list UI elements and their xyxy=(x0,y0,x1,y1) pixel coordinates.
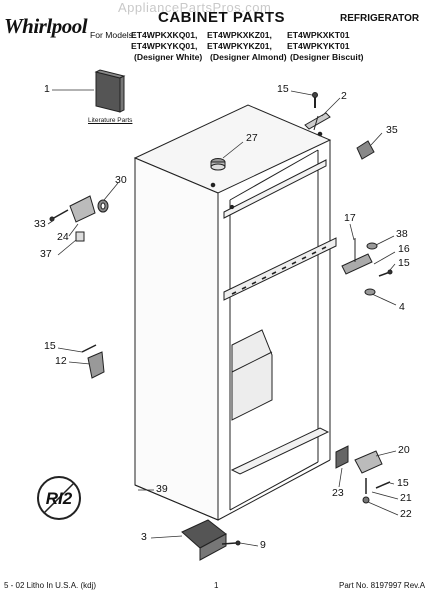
callout-16: 16 xyxy=(398,243,410,255)
callout-27: 27 xyxy=(246,132,258,144)
callout-38: 38 xyxy=(396,228,408,240)
print-info: 5 - 02 Litho In U.S.A. (kdj) xyxy=(4,581,97,590)
hinge-cover-icon xyxy=(81,344,105,379)
callout-15: 15 xyxy=(398,257,410,269)
callout-17: 17 xyxy=(344,212,356,224)
center-hinge-assembly-icon xyxy=(341,238,393,296)
callout-15: 15 xyxy=(397,477,409,489)
model-number: ET4WPKYKT01 xyxy=(287,41,350,51)
callout-4: 4 xyxy=(399,301,405,313)
cabinet-shell-icon xyxy=(133,104,337,521)
top-hinge-icon xyxy=(304,92,331,131)
model-number: ET4WPKYKQ01, xyxy=(131,41,198,51)
lower-hinge-icon xyxy=(181,519,241,561)
callout-22: 22 xyxy=(400,508,412,520)
page-title: CABINET PARTS xyxy=(158,9,286,26)
model-variant: (Designer Biscuit) xyxy=(290,52,364,62)
grommet-icon xyxy=(356,140,375,160)
top-cap-icon xyxy=(210,158,226,171)
appliance-type: REFRIGERATOR xyxy=(340,13,420,24)
part-number: Part No. 8197997 Rev.A xyxy=(339,581,426,590)
models-label: For Models: xyxy=(90,30,136,40)
callout-33: 33 xyxy=(34,218,46,230)
model-number: ET4WPKXKQ01, xyxy=(131,30,198,40)
callout-3: 3 xyxy=(141,531,147,543)
watermark-text: AppliancePartsPros.com xyxy=(118,0,272,15)
literature-book-icon xyxy=(94,69,126,113)
callout-15: 15 xyxy=(277,83,289,95)
callout-21: 21 xyxy=(400,492,412,504)
brand-logo: Whirlpool xyxy=(4,14,88,38)
upper-hinge-assembly-icon xyxy=(49,195,109,242)
model-number: ET4WPKYKZ01, xyxy=(207,41,272,51)
callout-35: 35 xyxy=(386,124,398,136)
literature-parts-label: Literature Parts xyxy=(88,117,133,124)
callout-2: 2 xyxy=(341,90,347,102)
model-variant: (Designer White) xyxy=(134,52,203,62)
model-number: ET4WPKXKZ01, xyxy=(207,30,272,40)
ri2-badge-icon: RI2 xyxy=(37,476,81,520)
callout-23: 23 xyxy=(332,487,344,499)
model-variant: (Designer Almond) xyxy=(210,52,287,62)
callout-30: 30 xyxy=(115,174,127,186)
page-number: 1 xyxy=(214,581,219,590)
ri2-badge-text: RI2 xyxy=(46,489,73,508)
bottom-hinge-assembly-icon xyxy=(335,445,391,504)
callout-12: 12 xyxy=(55,355,67,367)
callout-39: 39 xyxy=(156,483,168,495)
callout-9: 9 xyxy=(260,539,266,551)
callout-37: 37 xyxy=(40,248,52,260)
callout-24: 24 xyxy=(57,231,69,243)
callout-1: 1 xyxy=(44,83,50,95)
callout-20: 20 xyxy=(398,444,410,456)
callout-15: 15 xyxy=(44,340,56,352)
model-number: ET4WPKXKT01 xyxy=(287,30,350,40)
